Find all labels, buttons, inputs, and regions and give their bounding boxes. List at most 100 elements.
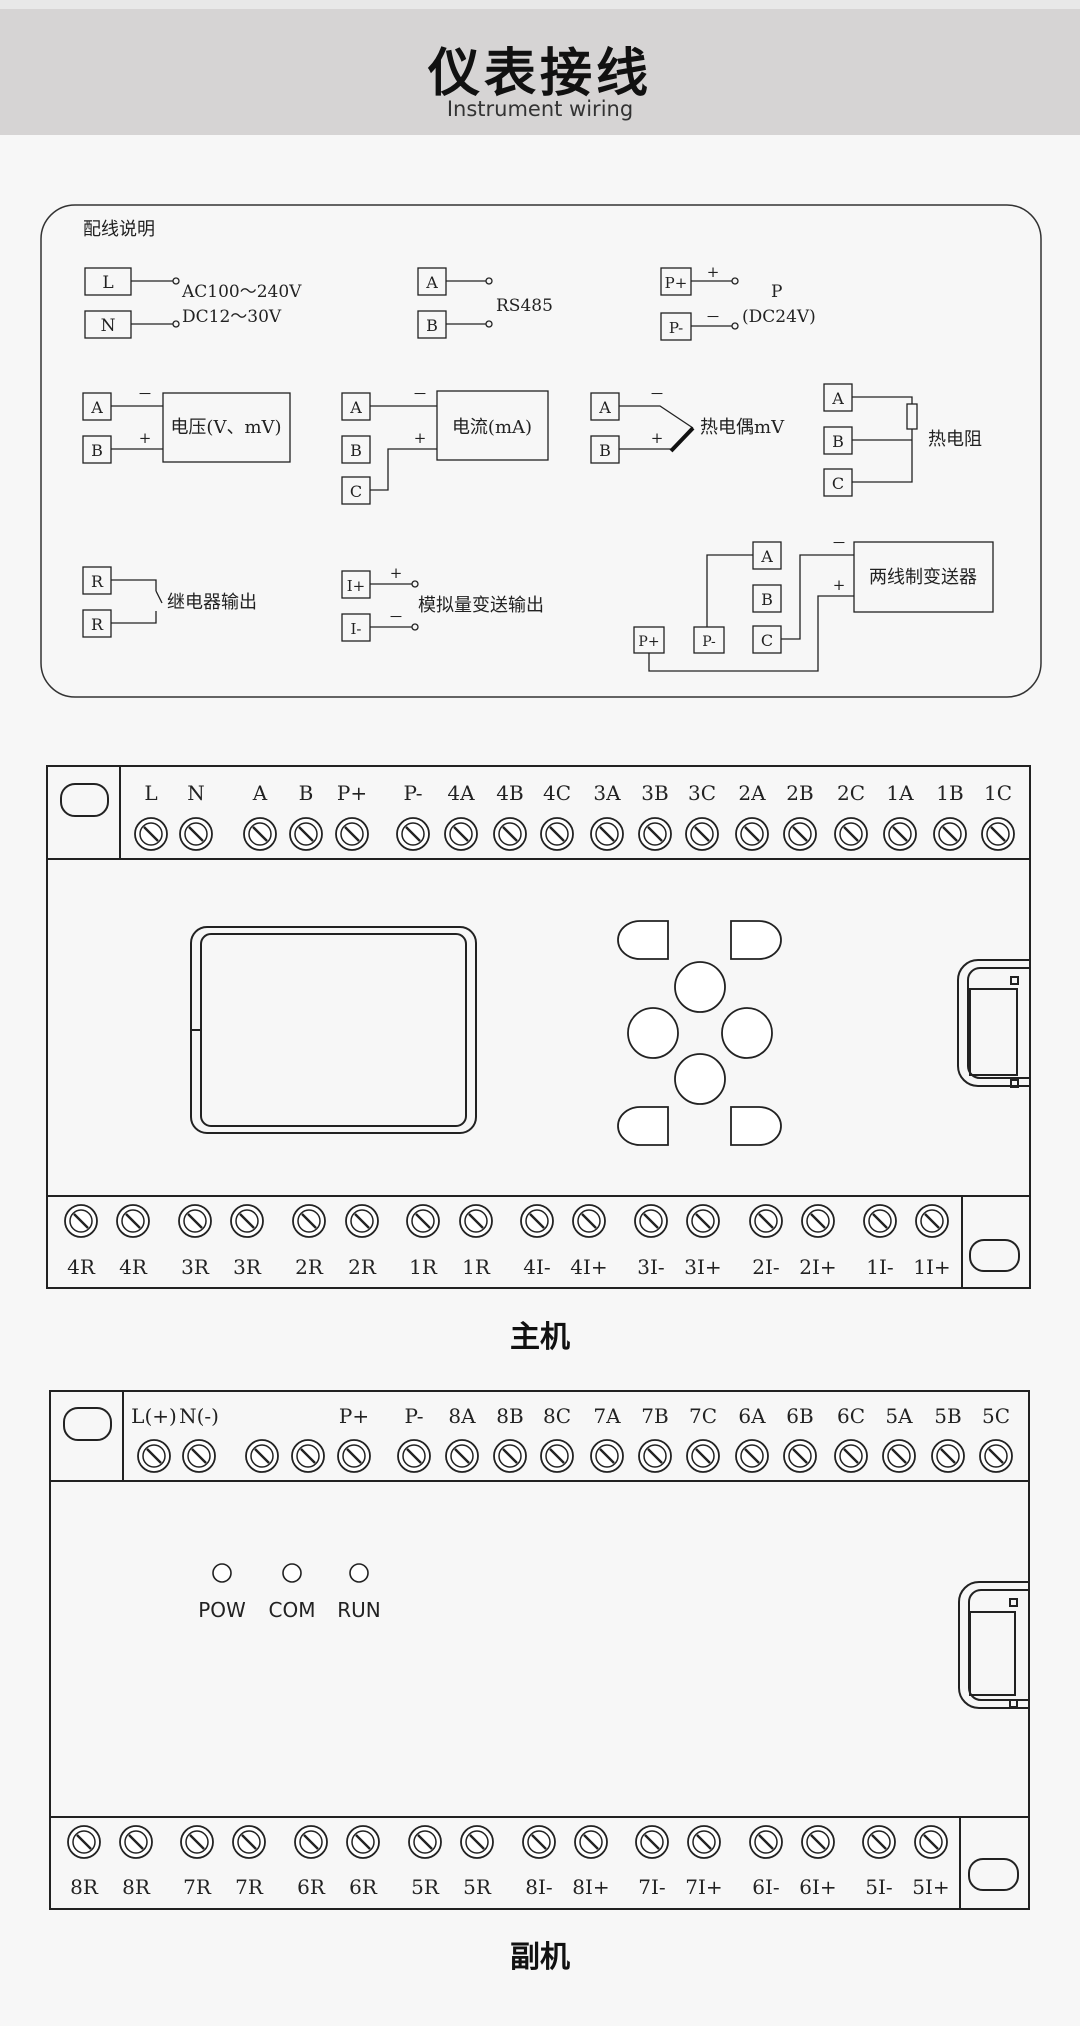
twowire-b-terminal: B	[761, 590, 773, 609]
legend-rtd: A B C 热电阻	[823, 383, 982, 497]
analog-minus-sign: －	[388, 608, 403, 626]
twowire-minus-sign: －	[831, 534, 846, 552]
sub-top-terminal-screw	[834, 1439, 868, 1473]
main-top-terminal-label: 4B	[496, 781, 523, 805]
legend-power: L N AC100～240V DC12～30V	[84, 267, 302, 339]
psupply-plus-sign: +	[707, 263, 720, 281]
main-top-terminal-label: 3C	[688, 781, 716, 805]
sub-bottom-terminal-screw	[635, 1825, 669, 1859]
legend-analog-output: I+ I- + － 模拟量变送输出	[341, 564, 544, 642]
main-bottom-terminal-label: 3I+	[684, 1255, 721, 1279]
sub-top-terminal-screw	[397, 1439, 431, 1473]
sub-bottom-terminal-label: 8R	[70, 1875, 99, 1899]
main-top-terminal-label: P-	[403, 781, 422, 805]
main-bottom-terminal-label: 1R	[462, 1255, 491, 1279]
sub-top-terminal-label: 6A	[738, 1404, 766, 1428]
main-top-terminal-screw	[735, 817, 769, 851]
sub-top-terminal-screw	[337, 1439, 371, 1473]
keypad-right-key[interactable]	[721, 1007, 773, 1059]
sub-top-terminal-label: 5B	[934, 1404, 961, 1428]
main-top-terminal-screw	[590, 817, 624, 851]
main-top-terminal-label: P+	[337, 781, 367, 805]
psupply-pplus-terminal: P+	[665, 274, 688, 292]
sub-top-terminal-screw	[182, 1439, 216, 1473]
main-bottom-terminal-screw	[863, 1204, 897, 1238]
main-bottom-terminal-label: 3R	[233, 1255, 262, 1279]
keypad-up-key[interactable]	[674, 961, 726, 1013]
legend-two-wire-transmitter: A B C P+ P- － + 两线制变送器	[633, 534, 994, 672]
psupply-dc-label: (DC24V)	[742, 307, 816, 327]
sub-bottom-terminal-label: 5R	[411, 1875, 440, 1899]
current-label: 电流(mA)	[452, 417, 532, 438]
sub-top-terminal-label: P-	[404, 1404, 423, 1428]
main-top-terminal-screw	[883, 817, 917, 851]
main-bottom-terminal-screw	[292, 1204, 326, 1238]
keypad-bottom-left-key[interactable]	[617, 1106, 669, 1146]
psupply-pminus-terminal: P-	[669, 319, 683, 337]
sub-top-terminal-screw	[137, 1439, 171, 1473]
keypad-bottom-right-key[interactable]	[730, 1106, 782, 1146]
main-top-terminal-label: 1B	[936, 781, 963, 805]
analog-iminus-terminal: I-	[351, 620, 362, 638]
main-top-terminal-label: 4A	[447, 781, 475, 805]
main-top-terminal-label: N	[187, 781, 205, 805]
twowire-a-terminal: A	[760, 547, 773, 566]
sub-bottom-terminal-screw	[119, 1825, 153, 1859]
sub-top-terminal-screw	[540, 1439, 574, 1473]
main-top-terminal-label: 3A	[593, 781, 621, 805]
led-pow-label: POW	[198, 1598, 246, 1622]
sub-top-terminal-screw	[882, 1439, 916, 1473]
thermocouple-label: 热电偶mV	[700, 417, 785, 438]
led-run-label: RUN	[337, 1598, 381, 1622]
keypad-down-key[interactable]	[674, 1053, 726, 1105]
main-top-terminal-label: A	[252, 781, 268, 805]
main-top-terminal-screw	[685, 817, 719, 851]
sub-top-terminal-screw	[445, 1439, 479, 1473]
analog-plus-sign: +	[390, 564, 403, 582]
analog-iplus-terminal: I+	[347, 577, 366, 595]
main-top-terminal-label: 2B	[786, 781, 813, 805]
sub-top-terminal-screw	[931, 1439, 965, 1473]
wiring-legend-panel	[40, 204, 1042, 698]
sub-top-terminal-label: 7C	[689, 1404, 717, 1428]
psupply-minus-sign: －	[705, 308, 720, 326]
main-top-terminal-screw	[179, 817, 213, 851]
main-top-terminal-label: L	[144, 781, 157, 805]
current-a-terminal: A	[349, 398, 362, 417]
page-subtitle: Instrument wiring	[446, 97, 634, 121]
main-bottom-terminal-label: 2R	[348, 1255, 377, 1279]
sub-bottom-terminal-label: 8I-	[525, 1875, 552, 1899]
sub-top-terminal-screw	[590, 1439, 624, 1473]
keypad-top-left-key[interactable]	[617, 920, 669, 960]
main-bottom-terminal-label: 3I-	[637, 1255, 664, 1279]
sub-bottom-terminal-screw	[749, 1825, 783, 1859]
main-top-terminal-screw	[493, 817, 527, 851]
main-top-terminal-screw	[134, 817, 168, 851]
sub-bottom-terminal-label: 5I+	[912, 1875, 949, 1899]
power-dc-label: DC12～30V	[182, 307, 282, 327]
sub-bottom-terminal-screw	[687, 1825, 721, 1859]
power-n-terminal: N	[101, 316, 116, 336]
voltage-label: 电压(V、mV)	[170, 417, 281, 438]
legend-rs485: A B RS485	[417, 267, 553, 339]
sub-top-terminal-label: 5A	[885, 1404, 913, 1428]
rs485-b-terminal: B	[426, 316, 438, 335]
sub-bottom-terminal-screw	[801, 1825, 835, 1859]
sub-bottom-terminal-screw	[67, 1825, 101, 1859]
sub-bottom-terminal-label: 8R	[122, 1875, 151, 1899]
psupply-p-label: P	[771, 282, 782, 302]
keypad-left-key[interactable]	[627, 1007, 679, 1059]
current-c-terminal: C	[350, 482, 362, 501]
legend-voltage: A B － + 电压(V、mV)	[82, 385, 291, 464]
sub-bottom-terminal-screw	[180, 1825, 214, 1859]
voltage-minus-sign: －	[137, 385, 152, 403]
main-bottom-terminal-label: 4R	[67, 1255, 96, 1279]
relay-label: 继电器输出	[167, 592, 257, 613]
sub-top-terminal-screw	[783, 1439, 817, 1473]
sub-bottom-terminal-screw	[522, 1825, 556, 1859]
keypad-top-right-key[interactable]	[730, 920, 782, 960]
twowire-c-terminal: C	[761, 631, 773, 650]
main-top-terminal-screw	[783, 817, 817, 851]
main-top-terminal-label: 2C	[837, 781, 865, 805]
